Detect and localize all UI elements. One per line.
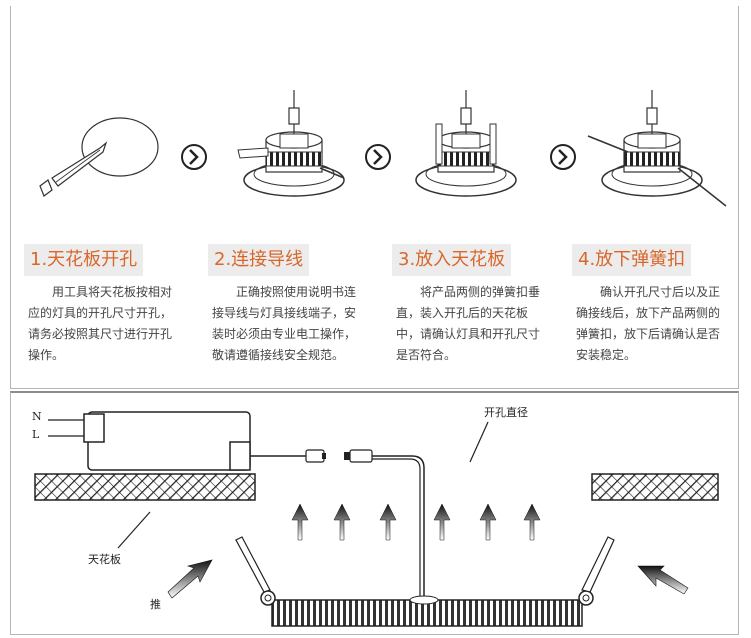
up-arrow-icon xyxy=(291,503,309,541)
ceiling-leader xyxy=(117,511,151,549)
up-arrow-icon xyxy=(523,503,541,541)
up-arrows xyxy=(291,503,541,541)
arrow-right-icon xyxy=(550,144,576,170)
up-arrow-icon xyxy=(333,503,351,541)
label-n: N xyxy=(32,410,42,423)
step-1-title: 1.天花板开孔 xyxy=(24,244,144,276)
label-l: L xyxy=(32,428,40,441)
step-3-description: 将产品两侧的弹簧扣垂直，装入开孔后的天花板中，请确认灯具和开孔尺寸是否符合。 xyxy=(396,285,541,362)
hole-diameter-leader xyxy=(469,421,489,463)
label-hole-diameter: 开孔直径 xyxy=(484,406,528,419)
step-4-description: 确认开孔尺寸后以及正确接线后，放下产品两侧的弹簧扣，放下后请确认是否安装稳定。 xyxy=(576,285,721,362)
steps-illustrations xyxy=(39,90,727,207)
up-arrow-icon xyxy=(479,503,497,541)
step3-insert-ceiling-illustration xyxy=(415,90,517,197)
lamp-cable xyxy=(344,449,425,600)
step4-release-springs-illustration xyxy=(587,90,727,207)
panel-lamp xyxy=(235,536,615,627)
arrow-right-icon xyxy=(365,144,391,170)
step-4-title: 4.放下弹簧扣 xyxy=(572,244,692,276)
step-3-title: 3.放入天花板 xyxy=(392,244,512,276)
step-2-title: 2.连接导线 xyxy=(208,244,310,276)
installation-diagram-panel xyxy=(10,391,739,635)
step1-cut-hole-illustration xyxy=(39,117,159,197)
push-arrow-right-icon xyxy=(637,565,689,595)
label-push: 推 xyxy=(150,598,161,611)
driver-box xyxy=(48,411,326,471)
step-2-description: 正确按照使用说明书连接导线与灯具接线端子，安装时必须由专业电工操作，敬请遵循接线… xyxy=(212,285,357,362)
push-arrow-left-icon xyxy=(167,559,213,599)
step2-connect-wires-illustration xyxy=(237,90,345,197)
up-arrow-icon xyxy=(379,503,397,541)
label-ceiling: 天花板 xyxy=(88,553,121,566)
instructions-panel xyxy=(10,6,739,389)
up-arrow-icon xyxy=(433,503,451,541)
arrow-right-icon xyxy=(181,144,207,170)
step-1-description: 用工具将天花板按相对应的灯具的开孔尺寸开孔，请务必按照其尺寸进行开孔操作。 xyxy=(28,285,173,362)
ceiling-board xyxy=(34,473,719,501)
